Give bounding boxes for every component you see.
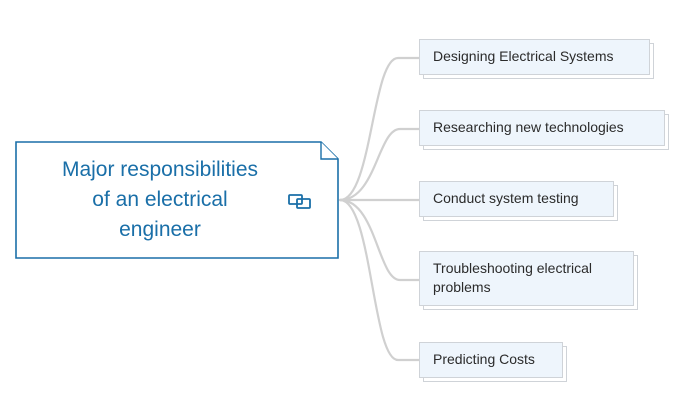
branch-topic-1[interactable]: Designing Electrical Systems — [419, 39, 654, 79]
connector-to-branch-2 — [338, 127, 421, 202]
branch-topic-label: Researching new technologies — [419, 110, 665, 146]
central-topic-shape — [15, 141, 339, 259]
connector-to-branch-1 — [338, 56, 421, 202]
branch-topic-3[interactable]: Conduct system testing — [419, 181, 618, 221]
branch-topic-label: Conduct system testing — [419, 181, 614, 217]
connector-to-branch-5 — [338, 198, 421, 362]
branch-topic-2[interactable]: Researching new technologies — [419, 110, 669, 150]
connector-to-branch-4 — [338, 198, 421, 282]
branch-topic-4[interactable]: Troubleshooting electrical problems — [419, 251, 638, 310]
linked-topic-icon[interactable] — [287, 190, 313, 210]
branch-topic-label: Troubleshooting electrical problems — [419, 251, 634, 306]
branch-topic-5[interactable]: Predicting Costs — [419, 342, 567, 382]
central-topic-title: Major responsibilities of an electrical … — [61, 158, 259, 241]
branch-topic-label: Predicting Costs — [419, 342, 563, 378]
branch-topic-label: Designing Electrical Systems — [419, 39, 650, 75]
central-topic[interactable]: Major responsibilities of an electrical … — [15, 141, 339, 259]
